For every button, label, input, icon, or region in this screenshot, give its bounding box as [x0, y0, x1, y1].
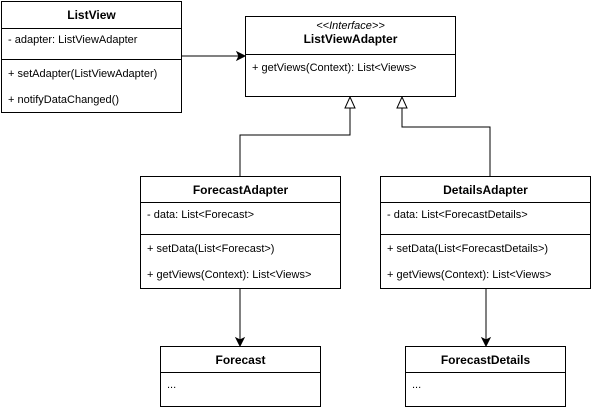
class-name: Forecast: [161, 347, 320, 373]
attribute: - data: List<Forecast>: [147, 209, 254, 221]
interface-header: <<Interface>> ListViewAdapter: [246, 17, 455, 55]
class-forecast: Forecast ...: [160, 346, 321, 407]
class-listview: ListView - adapter: ListViewAdapter + se…: [1, 1, 182, 113]
association-arrow-detailsadapter-to-forecastdetails: [480, 289, 492, 348]
attribute: - adapter: ListViewAdapter: [8, 34, 138, 46]
divider: [381, 234, 590, 235]
class-name: ListView: [2, 2, 181, 29]
class-detailsadapter: DetailsAdapter - data: List<ForecastDeta…: [380, 176, 591, 289]
class-forecastdetails: ForecastDetails ...: [405, 346, 566, 407]
method: + getViews(Context): List<Views>: [252, 62, 417, 74]
inheritance-arrow-forecastadapter: [239, 95, 356, 176]
divider: [2, 59, 181, 60]
method: + setData(List<ForecastDetails>): [387, 243, 549, 255]
attribute: ...: [412, 379, 422, 391]
method: + notifyDataChanged(): [8, 94, 119, 106]
inheritance-arrow-detailsadapter: [396, 95, 491, 176]
class-name: DetailsAdapter: [381, 177, 590, 203]
method: + getViews(Context): List<Views>: [387, 269, 552, 281]
method: + setAdapter(ListViewAdapter): [8, 68, 158, 80]
divider: [141, 234, 340, 235]
attribute: - data: List<ForecastDetails>: [387, 209, 528, 221]
interface-listviewadapter: <<Interface>> ListViewAdapter + getViews…: [245, 16, 456, 97]
class-forecastadapter: ForecastAdapter - data: List<Forecast> +…: [140, 176, 341, 289]
association-arrow-forecastadapter-to-forecast: [234, 289, 246, 348]
association-arrow-listview-to-adapter: [181, 50, 247, 62]
stereotype-label: <<Interface>>: [316, 20, 385, 32]
attribute: ...: [167, 379, 177, 391]
class-name: ListViewAdapter: [303, 32, 398, 46]
class-name: ForecastAdapter: [141, 177, 340, 203]
method: + setData(List<Forecast>): [147, 243, 275, 255]
class-name: ForecastDetails: [406, 347, 565, 373]
method: + getViews(Context): List<Views>: [147, 269, 312, 281]
